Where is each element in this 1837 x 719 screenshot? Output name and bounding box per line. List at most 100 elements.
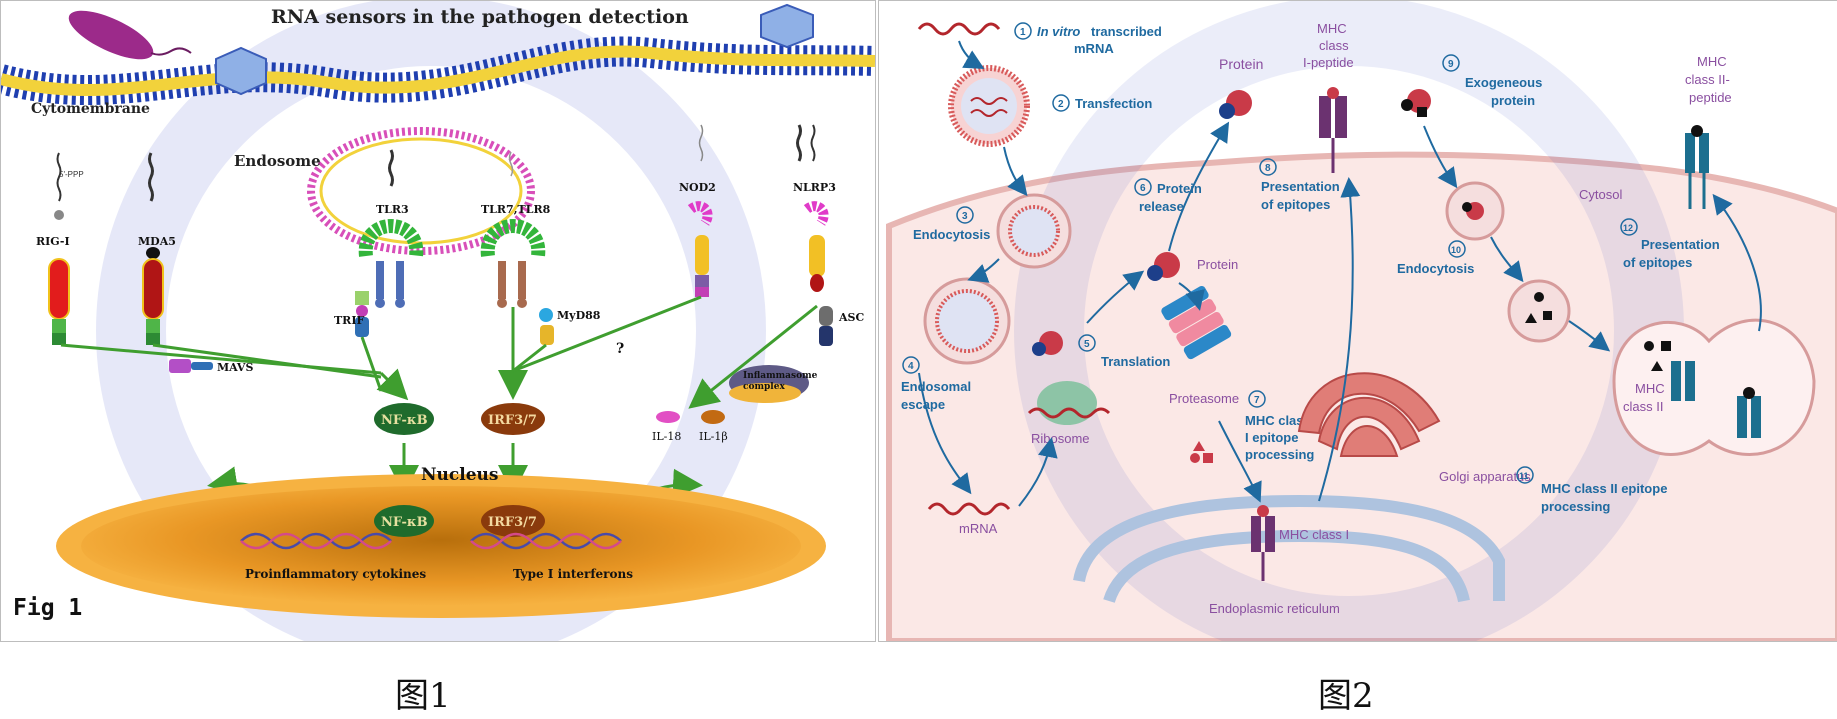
step12-marker [1620, 218, 1638, 236]
myd88-label: MyD88 [557, 309, 601, 322]
lipid-nanoparticle [948, 65, 1030, 147]
mhc1-peptide-label-1: MHC [1317, 21, 1347, 36]
step3-label: Endocytosis [913, 227, 990, 242]
mhc2-label-2: class II [1623, 399, 1663, 414]
step4-label-1: Endosomal [901, 379, 971, 394]
step5-number: 5 [1084, 339, 1090, 350]
virus-particle [215, 46, 267, 96]
exogenous-protein [1401, 89, 1431, 117]
nlrp3-label: NLRP3 [793, 181, 836, 194]
endosome [307, 127, 535, 255]
tlr78-receptor [480, 151, 546, 308]
nod2-receptor [687, 124, 713, 297]
protein-label-outer: Protein [1219, 56, 1263, 72]
il18-label: IL-18 [652, 430, 681, 443]
step11-marker [1516, 466, 1534, 484]
tlr3-receptor [358, 149, 424, 308]
proinflammatory-label: Proinflammatory cytokines [245, 567, 426, 581]
step1-number: 1 [1020, 27, 1026, 38]
watermark [96, 1, 766, 641]
asc-label: ASC [838, 311, 864, 324]
cytosolic-mrna [927, 502, 1011, 516]
step11-label-1: MHC class II epitope [1541, 481, 1667, 496]
degraded-fragments-vesicle [1507, 279, 1571, 343]
released-protein [1219, 90, 1252, 119]
step8-marker [1259, 158, 1277, 176]
step1-marker [1014, 22, 1032, 40]
step12-number: 12 [1623, 223, 1633, 233]
step2-number: 2 [1058, 99, 1064, 110]
nlrp3-receptor [796, 124, 829, 292]
ivt-mrna [917, 22, 1001, 36]
step1-italic: In vitro [1037, 24, 1080, 39]
virus-particle [760, 3, 814, 49]
mda5-label: MDA5 [138, 235, 176, 248]
mda5-receptor [142, 152, 164, 345]
protein-label-inner: Protein [1197, 257, 1238, 272]
il1b-label: IL-1β [699, 430, 728, 443]
step11-label-2: processing [1541, 499, 1610, 514]
figure1-diagram: RNA sensors in the pathogen detection Cy… [1, 1, 875, 641]
cytosol-label: Cytosol [1579, 187, 1622, 202]
step3-marker [956, 206, 974, 224]
figure2-caption: 图2 [1318, 676, 1374, 716]
step6-marker [1134, 178, 1152, 196]
pathway-arrows [918, 40, 1762, 507]
nfkb-factor [374, 403, 434, 435]
nuclear-nfkb [374, 505, 434, 537]
step6-number: 6 [1140, 183, 1146, 194]
mrna-label: mRNA [959, 521, 998, 536]
bacterium [68, 10, 192, 60]
asc-adaptor [819, 306, 833, 346]
step9-label-2: protein [1491, 93, 1535, 108]
step12-label-1: Presentation [1641, 237, 1720, 252]
mhc2-surface [1685, 125, 1709, 209]
mhc1-peptide-label-2: class [1319, 38, 1349, 53]
irf37-label: IRF3/7 [488, 413, 537, 428]
cytomembrane-bilayer [1, 36, 875, 106]
mhc1-surface [1319, 87, 1347, 173]
step10-label: Endocytosis [1397, 261, 1474, 276]
figure1-label: Fig 1 [13, 595, 82, 621]
step4-number: 4 [908, 361, 914, 372]
peptide-fragments [1190, 441, 1213, 463]
mavs-adaptor [169, 359, 213, 373]
step7-label-2: I epitope [1245, 430, 1298, 445]
nuclear-nfkb-label: NF-κB [381, 515, 428, 530]
cytomembrane-label: Cytomembrane [31, 101, 150, 117]
step7-number: 7 [1254, 395, 1260, 406]
step2-marker [1052, 94, 1070, 112]
nod2-label: NOD2 [679, 181, 716, 194]
step9-label-1: Exogeneous [1465, 75, 1542, 90]
il1b-molecule [701, 410, 725, 424]
nfkb-label: NF-κB [381, 413, 428, 428]
step8-label-2: of epitopes [1261, 197, 1330, 212]
step5-marker [1078, 334, 1096, 352]
myd88-adaptor [539, 308, 554, 345]
nuclear-irf37-label: IRF3/7 [488, 515, 537, 530]
step10-marker [1448, 240, 1466, 258]
nucleus-label: Nucleus [421, 465, 498, 485]
step9-number: 9 [1448, 59, 1454, 70]
step1-label: transcribed [1091, 24, 1162, 39]
tlr78-label: TLR7,TLR8 [481, 203, 551, 216]
golgi-apparatus [1297, 372, 1441, 457]
trif-label: TRIF [334, 314, 364, 327]
inflammasome-complex [729, 365, 809, 403]
ribosome-label: Ribosome [1031, 431, 1090, 446]
step7-label-1: MHC class [1245, 413, 1311, 428]
endosome-vesicle [923, 277, 1011, 365]
tlr3-label: TLR3 [376, 203, 409, 216]
er-label: Endoplasmic reticulum [1209, 601, 1340, 616]
step12-label-2: of epitopes [1623, 255, 1692, 270]
mhc1-er [1251, 505, 1275, 581]
step4-marker [902, 356, 920, 374]
mhc2-label-1: MHC [1635, 381, 1665, 396]
step10-number: 10 [1451, 245, 1461, 255]
figure2-diagram: Cytosol 1 In vitro transcribed mRNA 2 Tr… [886, 1, 1837, 641]
step9-marker [1442, 54, 1460, 72]
inflammasome-label-1: Inflammasome [743, 371, 818, 381]
endocytic-vesicle [996, 193, 1072, 269]
nuclear-irf37 [481, 505, 545, 537]
signaling-arrows [60, 295, 818, 526]
